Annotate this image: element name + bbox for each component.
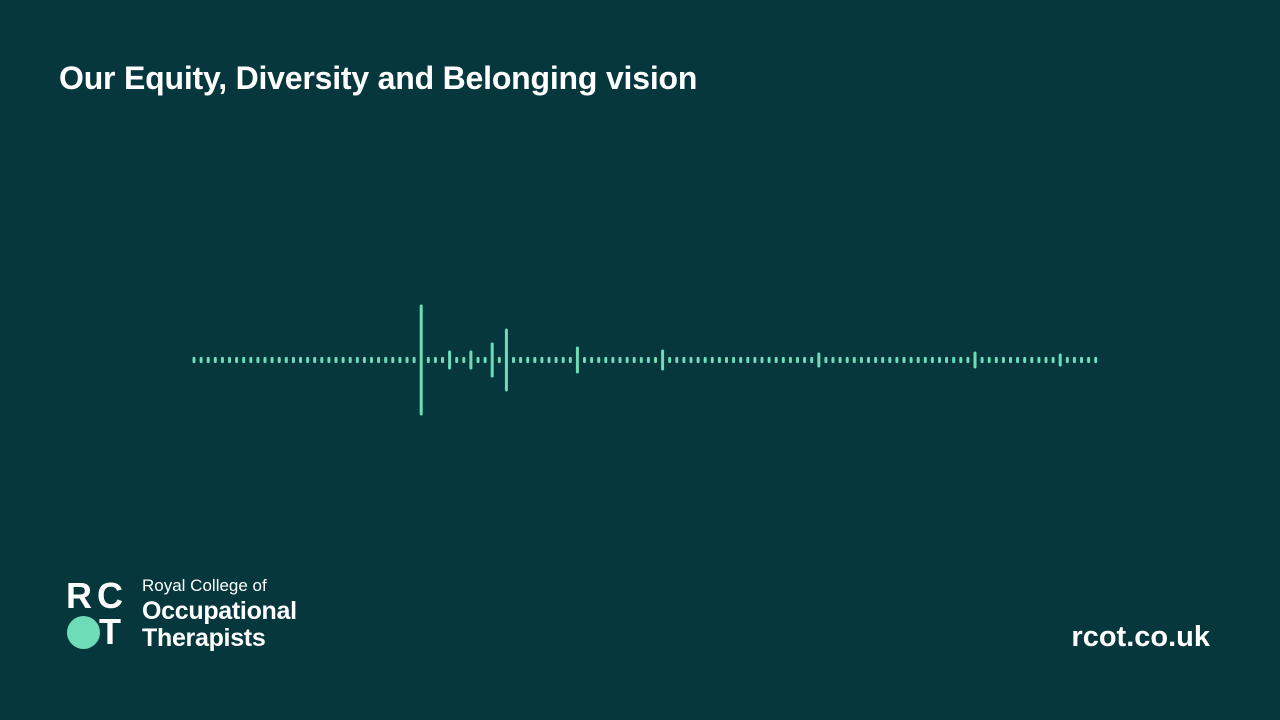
logo-mark-letter-t: T <box>99 611 121 652</box>
logo-line-royal-college: Royal College of <box>142 576 267 595</box>
logo-line-therapists: Therapists <box>142 624 266 652</box>
logo-mark: R C T <box>66 576 132 652</box>
rcot-logo: R C T Royal College of Occupational Ther… <box>66 576 326 652</box>
audio-waveform-icon <box>0 280 1280 440</box>
logo-line-occupational: Occupational <box>142 597 297 625</box>
logo-mark-letter-c: C <box>97 575 123 616</box>
footer-url: rcot.co.uk <box>1071 621 1210 653</box>
logo-dot-icon <box>67 616 100 649</box>
waveform-graphic <box>192 304 1098 416</box>
slide-title: Our Equity, Diversity and Belonging visi… <box>59 60 698 96</box>
logo-mark-letter-r: R <box>66 575 92 616</box>
